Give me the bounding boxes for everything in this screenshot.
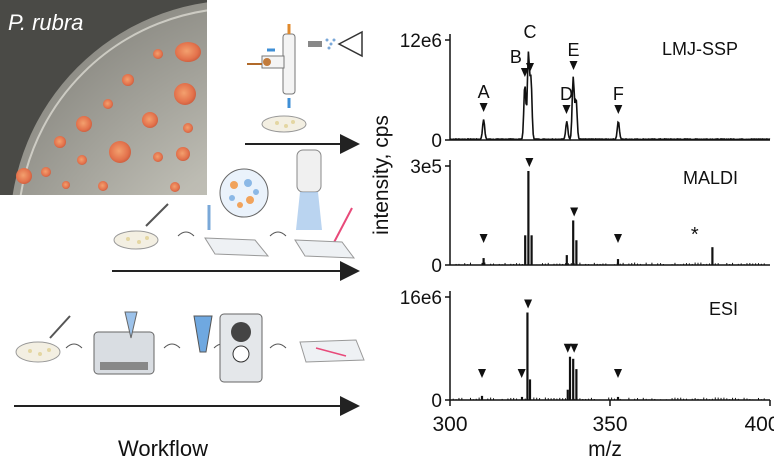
peak-label-C: C [524, 22, 537, 42]
peak-arrow-0 [478, 369, 486, 378]
workflow-label: Workflow [118, 436, 209, 461]
panel-name: MALDI [683, 168, 738, 188]
peak-arrow-4 [570, 343, 579, 353]
peak-arrow-A [479, 103, 488, 112]
peak-label-A: A [478, 82, 490, 102]
esi-workflow-icons [15, 311, 365, 383]
peak-arrow-E [569, 61, 578, 70]
x-tick-label: 300 [432, 413, 467, 436]
y-zero-label: 0 [431, 131, 442, 152]
peak-arrow-F [614, 105, 623, 114]
peak-arrow-C [526, 63, 534, 72]
y-zero-label: 0 [431, 391, 442, 412]
mass-spec-inlet-icon [308, 30, 363, 58]
spectrum-trace [450, 51, 771, 141]
peak-arrow-5 [614, 369, 622, 378]
y-max-label: 3e5 [410, 157, 442, 178]
y-max-label: 12e6 [400, 31, 442, 52]
maldi-workflow-icons [113, 149, 356, 259]
peak-label-B: B [510, 47, 522, 67]
lmj-probe-icon [247, 24, 307, 133]
x-tick-label: 350 [592, 413, 627, 436]
peak-arrow-1 [517, 369, 526, 378]
panel-name: ESI [709, 299, 738, 319]
peak-arrow-2 [524, 299, 533, 309]
peak-label-F: F [613, 84, 624, 104]
peak-label-D: D [560, 84, 573, 104]
organism-label: P. rubra [8, 10, 84, 35]
impurity-star: * [691, 224, 699, 246]
workflow-schematic [14, 24, 365, 416]
peak-arrow-2 [570, 207, 579, 217]
y-max-label: 16e6 [400, 288, 442, 309]
petri-dish-photo: P. rubra [0, 0, 207, 195]
peak-label-E: E [568, 40, 580, 60]
peak-arrow-3 [563, 343, 572, 353]
peak-arrow-3 [614, 234, 622, 243]
y-axis-label: intensity, cps [370, 115, 393, 235]
panel-name: LMJ-SSP [662, 39, 738, 59]
y-zero-label: 0 [431, 256, 442, 277]
x-tick-label: 400 [744, 413, 774, 436]
peak-arrow-1 [525, 157, 534, 167]
peak-arrow-D [562, 105, 571, 114]
peak-arrow-B [520, 68, 529, 77]
petri-dish-image [0, 0, 207, 195]
x-axis-label: m/z [588, 438, 622, 461]
peak-arrow-0 [479, 234, 488, 243]
